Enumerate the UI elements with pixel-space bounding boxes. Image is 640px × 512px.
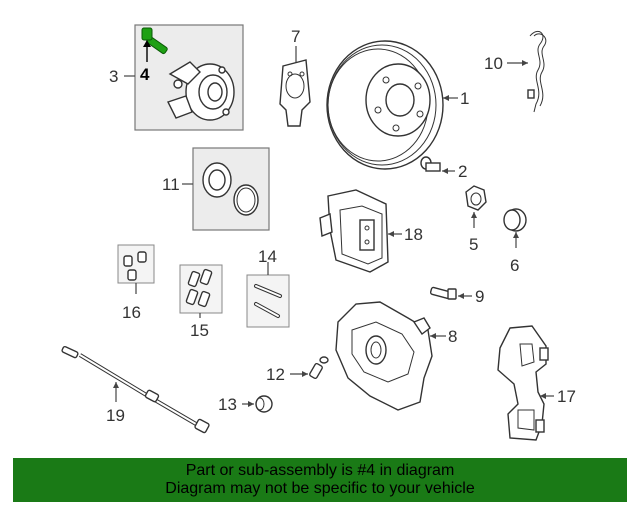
info-banner: Part or sub-assembly is #4 in diagram Di…: [13, 458, 627, 502]
callout-12[interactable]: 12: [266, 365, 285, 384]
bushings-icon: [123, 251, 147, 281]
guide-pin-box: [246, 274, 290, 328]
part-9-group[interactable]: 9: [429, 286, 484, 306]
brake-pads-icon: [319, 189, 389, 273]
callout-11[interactable]: 11: [162, 175, 180, 194]
dust-cap-icon: [503, 208, 527, 232]
callout-17[interactable]: 17: [557, 387, 576, 406]
part-12-group[interactable]: 12: [266, 356, 329, 384]
part-6-group[interactable]: 6: [503, 208, 527, 275]
callout-19[interactable]: 19: [106, 406, 125, 425]
part-1-group[interactable]: 1: [326, 40, 469, 170]
callout-13[interactable]: 13: [218, 395, 237, 414]
part-7-group[interactable]: 7: [279, 27, 311, 127]
callout-4-arrow: [143, 40, 151, 47]
part-19-group[interactable]: 19: [61, 345, 210, 434]
part-5-group[interactable]: 5: [465, 185, 487, 254]
brake-hose-icon: [61, 345, 210, 434]
part-18-group[interactable]: 18: [319, 189, 423, 273]
hub-bearing-icon: [167, 61, 235, 121]
guide-pins-icon: [254, 284, 282, 318]
callout-18[interactable]: 18: [404, 225, 423, 244]
callout-1[interactable]: 1: [460, 89, 469, 108]
callout-3[interactable]: 3: [109, 67, 118, 86]
callout-4[interactable]: 4: [140, 65, 150, 84]
callout-15[interactable]: 15: [190, 321, 209, 340]
part-14-group[interactable]: 14: [246, 247, 290, 328]
pin-boots-icon: [185, 268, 213, 308]
brake-rotor-icon: [326, 40, 444, 170]
part-17-group[interactable]: 17: [497, 325, 576, 441]
splash-shield-icon: [279, 59, 311, 127]
bleeder-cap-icon: [255, 395, 273, 413]
caliper-bracket-icon: [497, 325, 549, 441]
part-2-group[interactable]: 2: [420, 156, 467, 181]
callout-14[interactable]: 14: [258, 247, 277, 266]
callout-2[interactable]: 2: [458, 162, 467, 181]
callout-7[interactable]: 7: [291, 27, 300, 46]
part-13-group[interactable]: 13: [218, 395, 273, 414]
wear-sensor-icon: [529, 31, 544, 113]
seal-ring-icon: [202, 162, 259, 216]
callout-16[interactable]: 16: [122, 303, 141, 322]
rotor-screw-icon: [420, 156, 441, 172]
part-10-group[interactable]: 10: [484, 31, 547, 113]
brake-caliper-icon: [335, 301, 433, 411]
hub-assembly-group[interactable]: 4 3: [109, 24, 244, 131]
callout-10[interactable]: 10: [484, 54, 503, 73]
part-8-group[interactable]: 8: [335, 301, 457, 411]
bolt-4-icon: [141, 27, 168, 55]
bleeder-screw-icon: [309, 356, 329, 380]
callout-8[interactable]: 8: [448, 327, 457, 346]
banner-line-2: Diagram may not be specific to your vehi…: [165, 480, 475, 497]
part-11-group[interactable]: 11: [162, 147, 270, 231]
callout-5[interactable]: 5: [469, 235, 478, 254]
hub-nut-icon: [465, 185, 487, 211]
part-16-group[interactable]: 16: [117, 244, 155, 322]
caliper-bolt-icon: [429, 286, 457, 300]
callout-9[interactable]: 9: [475, 287, 484, 306]
callout-6[interactable]: 6: [510, 256, 519, 275]
part-15-group[interactable]: 15: [179, 264, 223, 340]
banner-line-1: Part or sub-assembly is #4 in diagram: [185, 462, 455, 479]
